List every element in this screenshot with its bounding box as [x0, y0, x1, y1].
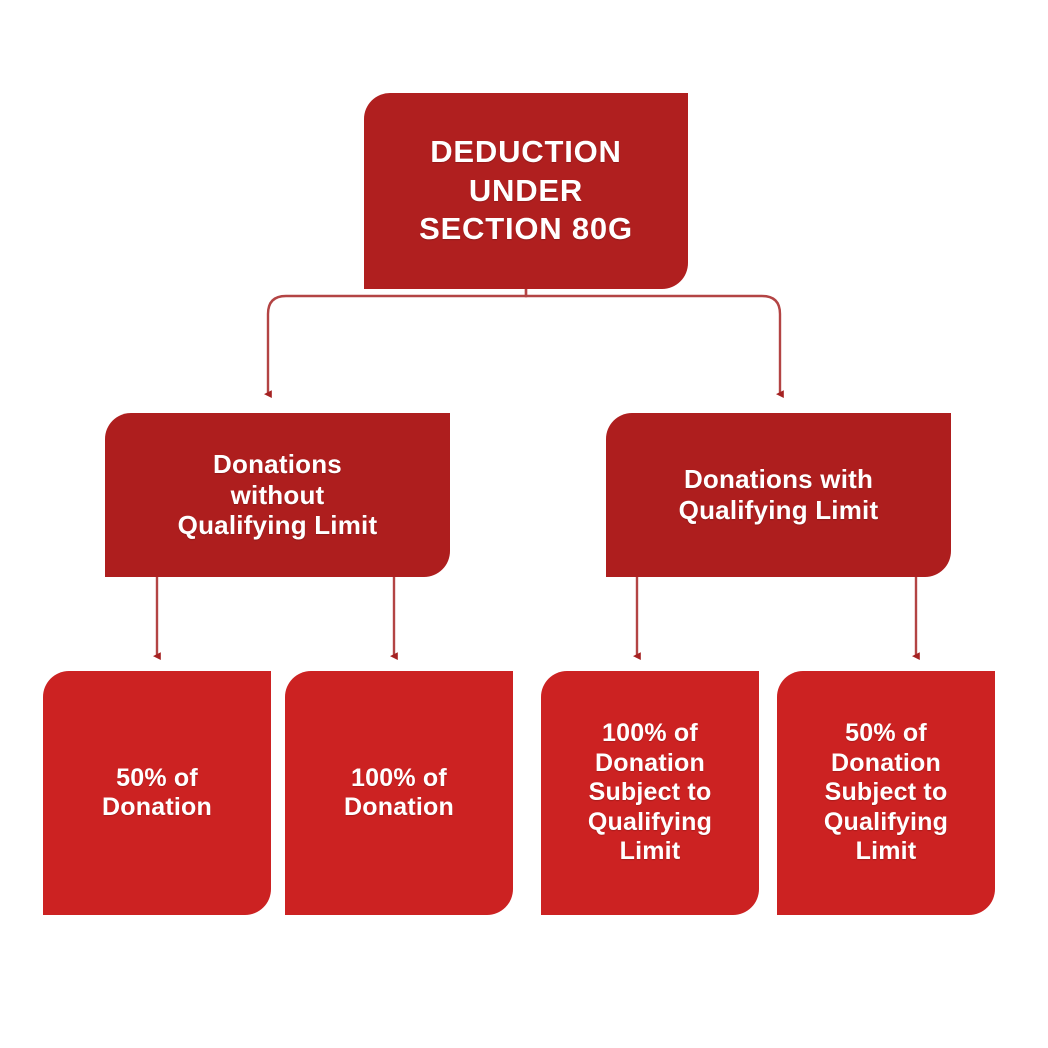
node-50-subject-label: 50% of Donation Subject to Qualifying Li… — [823, 719, 949, 866]
node-50-percent-of-donation[interactable]: 50% of Donation — [43, 671, 271, 915]
node-deduction-under-section-80g[interactable]: DEDUCTION UNDER SECTION 80G — [364, 93, 688, 289]
node-root-label: DEDUCTION UNDER SECTION 80G — [419, 133, 633, 247]
edge-root-to-without-limit — [264, 289, 528, 399]
node-100-percent-subject-to-qualifying-limit[interactable]: 100% of Donation Subject to Qualifying L… — [541, 671, 759, 915]
node-100-subject-label: 100% of Donation Subject to Qualifying L… — [587, 719, 713, 866]
node-100-donation-label: 100% of Donation — [344, 763, 454, 822]
node-100-percent-of-donation[interactable]: 100% of Donation — [285, 671, 513, 915]
node-50-percent-subject-to-qualifying-limit[interactable]: 50% of Donation Subject to Qualifying Li… — [777, 671, 995, 915]
node-donations-with-qualifying-limit[interactable]: Donations with Qualifying Limit — [606, 413, 951, 577]
node-donations-without-qualifying-limit[interactable]: Donations without Qualifying Limit — [105, 413, 450, 577]
node-without-limit-label: Donations without Qualifying Limit — [177, 448, 378, 541]
node-with-limit-label: Donations with Qualifying Limit — [678, 464, 879, 525]
edge-root-to-with-limit — [524, 289, 784, 399]
node-50-donation-label: 50% of Donation — [102, 763, 212, 822]
